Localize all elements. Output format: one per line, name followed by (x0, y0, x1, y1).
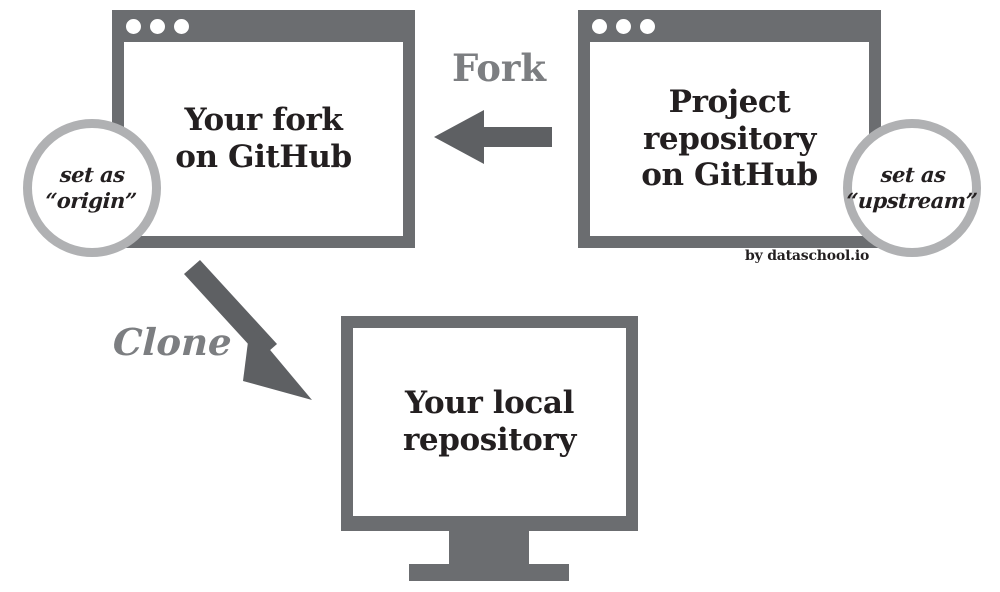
browser-titlebar-fork (112, 10, 415, 42)
project-repository-label: Project repository on GitHub (641, 84, 818, 194)
attribution-text: by dataschool.io (745, 248, 870, 264)
project-repo-line-3: on GitHub (641, 157, 818, 194)
browser-titlebar-project (578, 10, 881, 42)
badge-set-as-origin: set as “origin” (23, 119, 161, 257)
monitor-stand-neck (449, 531, 529, 564)
node-local-repository-monitor: Your local repository (341, 316, 638, 592)
badge-upstream-line-2: “upstream” (845, 188, 978, 213)
monitor-screen: Your local repository (353, 328, 626, 516)
window-dot-icon (174, 18, 189, 34)
node-project-repository-window: Project repository on GitHub (578, 10, 881, 248)
local-repository-label: Your local repository (403, 385, 576, 458)
monitor-stand-base (409, 564, 569, 581)
monitor-body: Your local repository (341, 316, 638, 531)
window-dot-icon (640, 18, 655, 34)
badge-origin-line-1: set as (59, 162, 126, 188)
window-dot-icon (126, 18, 141, 34)
project-repo-line-1: Project (668, 84, 791, 121)
clone-arrow-shape (184, 260, 312, 400)
node-your-fork-window: Your fork on GitHub (112, 10, 415, 248)
project-repo-line-2: repository (643, 120, 816, 157)
your-fork-line-2: on GitHub (175, 139, 352, 175)
browser-screen-project: Project repository on GitHub (590, 42, 869, 236)
fork-arrow-shape (434, 110, 552, 164)
clone-arrow (184, 260, 312, 400)
clone-arrow-label: Clone (112, 320, 233, 364)
badge-origin-text: set as “origin” (45, 162, 139, 213)
window-dot-icon (592, 18, 607, 34)
window-dot-icon (150, 18, 165, 34)
fork-arrow (434, 110, 552, 164)
browser-screen-fork: Your fork on GitHub (124, 42, 403, 236)
badge-upstream-line-1: set as (879, 162, 946, 188)
badge-set-as-upstream: set as “upstream” (843, 119, 981, 257)
local-repo-line-2: repository (403, 422, 576, 458)
badge-origin-line-2: “origin” (45, 188, 138, 213)
your-fork-line-1: Your fork (184, 102, 343, 139)
your-fork-label: Your fork on GitHub (175, 102, 352, 175)
fork-arrow-label: Fork (452, 46, 547, 90)
badge-upstream-text: set as “upstream” (845, 162, 979, 213)
window-dot-icon (616, 18, 631, 34)
local-repo-line-1: Your local (405, 385, 574, 422)
